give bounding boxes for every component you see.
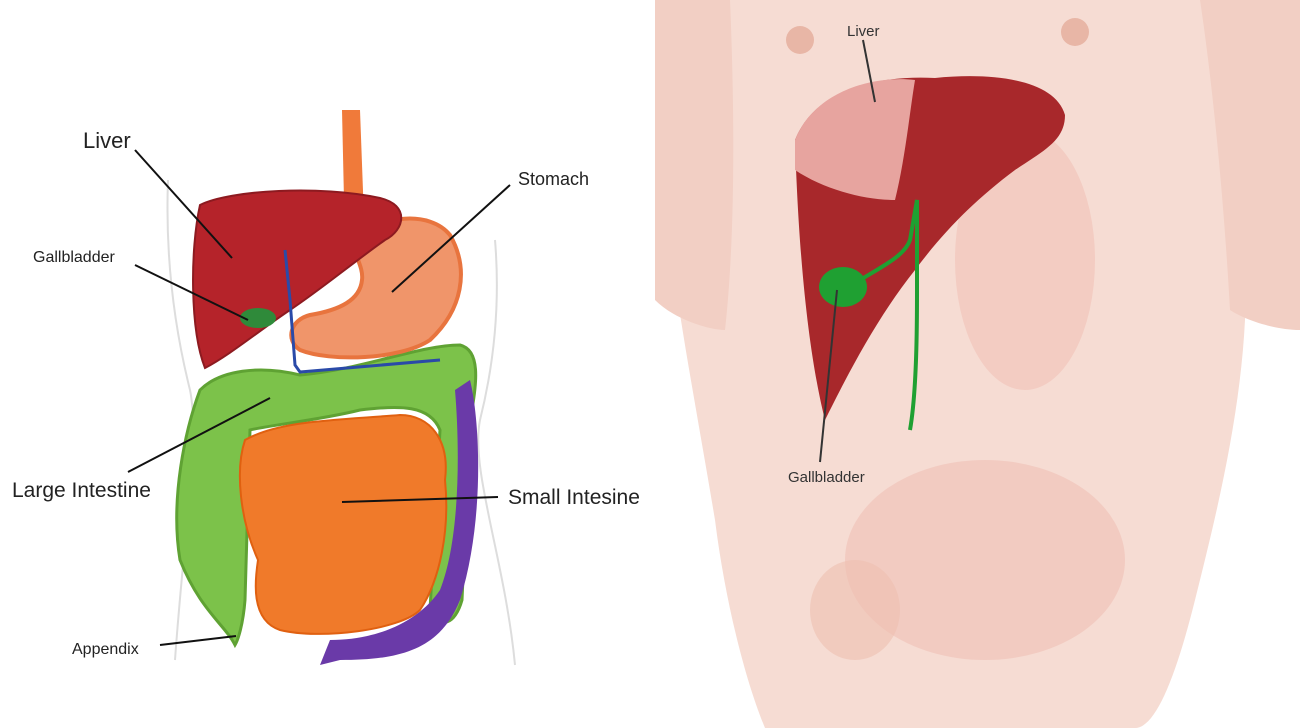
rectum-shape: [320, 380, 479, 665]
gallbladder-shape: [819, 267, 867, 307]
gallbladder-leader: [819, 289, 838, 463]
label-gallbladder: Gallbladder: [788, 469, 865, 486]
left-arm-shape: [655, 0, 734, 330]
stomach-shape: [289, 216, 463, 360]
label-stomach: Stomach: [518, 169, 589, 189]
gallbladder-leader: [134, 264, 249, 321]
small-intestine-shape: [238, 413, 448, 635]
label-gallbladder: Gallbladder: [33, 249, 116, 266]
large-intestine-shape: [175, 343, 478, 649]
label-large-intestine: Large Intestine: [12, 479, 151, 502]
torso-liver-illustration: Liver Gallbladder: [655, 0, 1300, 728]
colon-faded: [810, 560, 900, 660]
bile-duct-shape: [858, 199, 919, 431]
label-liver: Liver: [847, 23, 880, 40]
large-intestine-leader: [127, 397, 271, 473]
digestive-system-diagram: Liver Gallbladder Stomach Large Intestin…: [12, 110, 640, 666]
right-arm-shape: [1200, 0, 1300, 330]
stomach-leader: [391, 184, 511, 293]
bile-duct-shape: [283, 249, 441, 374]
digestive-system-illustration: Liver Gallbladder Stomach Large Intestin…: [12, 110, 640, 666]
nipple-right: [1061, 18, 1089, 46]
liver-leader: [862, 39, 876, 103]
stomach-faded: [955, 130, 1095, 390]
nipple-left: [786, 26, 814, 54]
small-intestine-leader: [341, 496, 499, 503]
torso-illustration: Liver Gallbladder: [655, 0, 1300, 728]
label-small-intestine: Small Intesine: [508, 486, 640, 509]
label-liver: Liver: [83, 128, 131, 153]
appendix-leader: [159, 635, 237, 646]
liver-leader: [134, 149, 233, 259]
gallbladder-shape: [240, 308, 276, 328]
intestines-faded: [845, 460, 1125, 660]
liver-upper-lobe: [795, 79, 915, 200]
label-appendix: Appendix: [72, 641, 139, 658]
torso-outline-right: [477, 239, 516, 666]
